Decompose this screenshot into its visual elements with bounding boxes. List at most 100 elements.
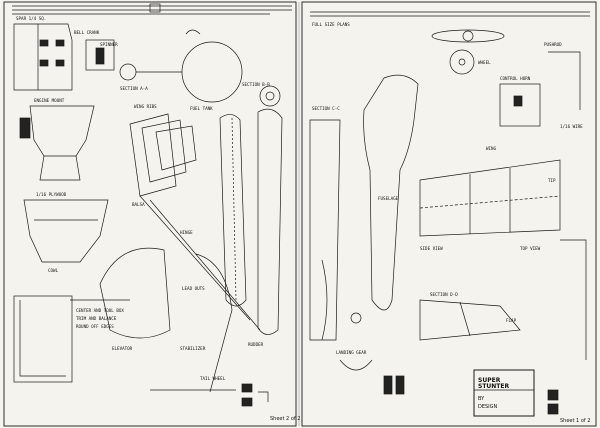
marker-bracket: [258, 391, 269, 402]
gear-block-1: [383, 375, 393, 395]
label-cowl: COWL: [48, 268, 59, 273]
title-line-3: BY: [478, 396, 485, 402]
marker-4: [547, 403, 559, 415]
label-section-b: SECTION B-B: [242, 82, 270, 87]
rib-1: [129, 113, 177, 197]
lead-out-1: [139, 195, 251, 321]
label-fuselage: FUSELAGE: [378, 196, 399, 201]
small-wheel: [350, 312, 362, 324]
label-control-horn: CONTROL HORN: [500, 76, 531, 81]
label-plywood: 1/16 PLYWOOD: [36, 192, 67, 197]
label-tip: TIP: [548, 178, 556, 183]
title-line-2: STUNTER: [478, 383, 509, 390]
label-section-d: SECTION D-D: [430, 292, 458, 297]
gear-leg-1: [339, 359, 373, 371]
note-2: TRIM AND BALANCE: [76, 316, 117, 321]
gear-block-2: [395, 375, 405, 395]
right-sheet-border: [301, 1, 597, 427]
right-sheet-number: Sheet 1 of 2: [560, 418, 590, 424]
cowl-top: [29, 105, 95, 157]
label-pushrod: PUSHROD: [544, 42, 562, 47]
label-section-a: SECTION A-A: [120, 86, 148, 91]
label-wing-ribs: WING RIBS: [134, 104, 157, 109]
label-top-view: TOP VIEW: [520, 246, 541, 251]
cowl-bottom: [23, 199, 109, 263]
rib-2: [141, 119, 187, 183]
title-block: [473, 369, 535, 417]
tank-cap: [185, 29, 201, 35]
label-section-c: SECTION C-C: [312, 106, 340, 111]
label-stabilizer: STABILIZER: [180, 346, 206, 351]
fuselage-profile-b: [257, 108, 283, 335]
gear-plate-hole-4: [55, 59, 65, 67]
label-balsa: BALSA: [132, 202, 145, 207]
tool-box-inner: [19, 300, 66, 377]
marker-2: [241, 397, 253, 407]
label-side-view: SIDE VIEW: [420, 246, 443, 251]
pushrod-line-2: [560, 239, 587, 360]
label-lead-outs: LEAD OUTS: [182, 286, 205, 291]
label-wire: 1/16 WIRE: [560, 124, 583, 129]
left-sheet-border: [3, 1, 297, 427]
marker-3: [547, 389, 559, 401]
left-sheet-drawings: [12, 3, 292, 407]
right-sheet-labels: FULL SIZE PLANS FUSELAGE WING LANDING GE…: [312, 22, 590, 424]
title-line-1: SUPER: [478, 377, 501, 384]
bell-crank-hub: [265, 91, 275, 101]
lead-out-2: [149, 199, 261, 331]
marker-1: [241, 383, 253, 393]
wheel-small: [119, 63, 137, 81]
title-line-4: DESIGN: [478, 404, 498, 410]
cowl-block: [19, 117, 31, 139]
cowl-neck: [39, 155, 81, 181]
label-engine-mount: ENGINE MOUNT: [34, 98, 65, 103]
fuselage-profile-a: [219, 114, 247, 307]
label-wheel: WHEEL: [478, 60, 491, 65]
note-3: ROUND OFF EDGES: [76, 324, 114, 329]
label-rudder: RUDDER: [248, 342, 264, 347]
tool-box: [13, 295, 73, 383]
label-spinner: SPINNER: [100, 42, 118, 47]
spar-joint: [149, 3, 161, 13]
note-1: CENTER AND TOOL BOX: [76, 308, 124, 313]
label-hinge: HINGE: [180, 230, 193, 235]
bell-crank-disc: [259, 85, 281, 107]
rib-3: [155, 125, 197, 171]
label-top-spar: SPAR 1/4 SQ.: [16, 16, 46, 21]
label-bell-crank: BELL CRANK: [74, 30, 100, 35]
fuselage-side-curve: [321, 259, 328, 341]
gear-plate-hole-2: [39, 59, 49, 67]
label-elevator: ELEVATOR: [112, 346, 133, 351]
tank-vent: [95, 47, 105, 65]
wing-outer-panel: [419, 159, 561, 237]
stab-planform: [419, 299, 521, 341]
label-full-size: FULL SIZE PLANS: [312, 22, 350, 27]
spinner-hub: [462, 30, 474, 42]
fuselage-side-strip: [309, 119, 341, 341]
fuel-tank-circle: [181, 41, 243, 103]
elevator-outline: [99, 247, 171, 339]
label-wing: WING: [486, 146, 497, 151]
gear-plate-hole-1: [39, 39, 49, 47]
label-tail-wheel: TAIL WHEEL: [200, 376, 226, 381]
label-fuel-tank: FUEL TANK: [190, 106, 213, 111]
wing-spar: [419, 195, 561, 209]
gear-plate-hole-3: [55, 39, 65, 47]
wheel-axle: [458, 58, 466, 66]
fuselage-top-view: [363, 74, 419, 311]
left-sheet-number: Sheet 2 of 2: [270, 416, 300, 422]
right-sheet-drawings: [309, 11, 590, 417]
left-sheet-labels: SPAR 1/4 SQ. BELL CRANK FUEL TANK WING R…: [16, 16, 300, 422]
wheel-large: [449, 49, 475, 75]
pushrod-line: [548, 51, 581, 110]
label-landing-gear: LANDING GEAR: [336, 350, 367, 355]
stab-hinge: [459, 301, 471, 337]
fuselage-centerline: [231, 117, 237, 301]
propeller: [431, 29, 505, 43]
control-horn-box: [499, 83, 541, 127]
tank-box: [85, 39, 115, 71]
gear-plate-outline: [13, 23, 73, 91]
label-flap: FLAP: [506, 318, 517, 323]
